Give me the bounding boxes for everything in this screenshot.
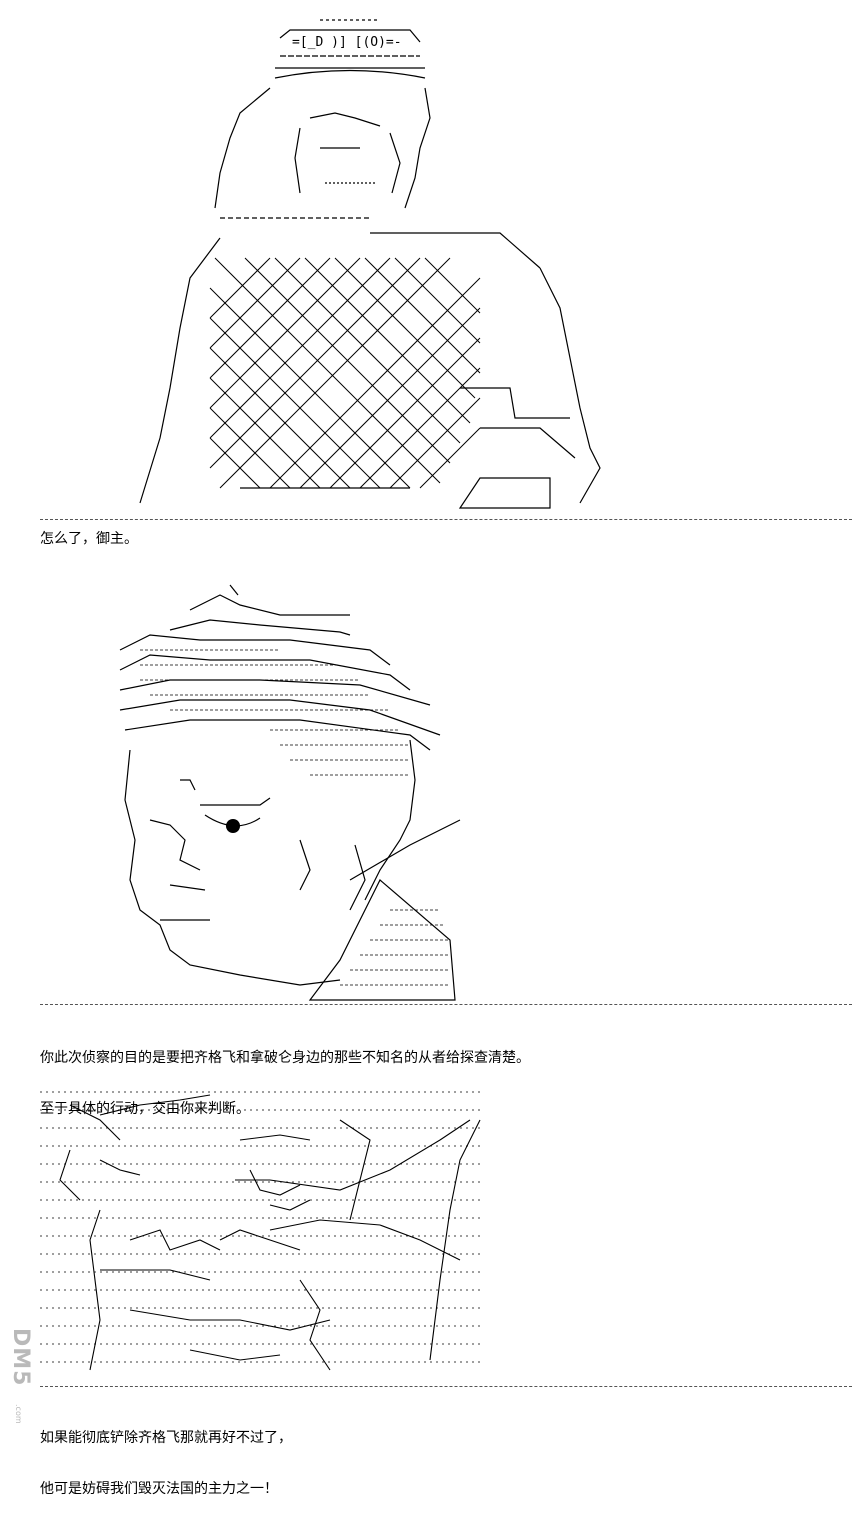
panel-2-caption-line-2: 至于具体的行动，交由你来判断。 [40,1101,250,1117]
panel-2-divider [40,1004,852,1005]
panel-1-divider [40,519,852,520]
site-watermark: DM5 .com [8,1328,36,1436]
watermark-domain-text: .com [14,1404,23,1424]
shadowed-figure-drawing [40,1091,481,1371]
face-closeup-drawing [119,584,461,1001]
panel-3-caption-line-1: 如果能彻底铲除齐格飞那就再好不过了， [40,1430,292,1446]
watermark-logo-text: DM5 [8,1328,33,1387]
panel-3-caption: 如果能彻底铲除齐格飞那就再好不过了， 他可是妨碍我们毁灭法国的主力之一！ [40,1396,292,1515]
svg-text:=[_D )] [(O)=-: =[_D )] [(O)=- [292,35,402,50]
panel-1-art: =[_D )] [(O)=- [120,8,610,513]
panel-2-caption: 你此次侦察的目的是要把齐格飞和拿破仑身边的那些不知名的从者给探查清楚。 至于具体… [40,1016,530,1135]
armored-figure-drawing: =[_D )] [(O)=- [139,19,601,509]
panel-3-divider [40,1386,852,1387]
panel-3-art [40,1080,490,1380]
panel-1-caption: 怎么了，御主。 [40,531,138,547]
panel-2-art [110,580,470,1001]
panel-3-caption-line-2: 他可是妨碍我们毁灭法国的主力之一！ [40,1481,278,1497]
panel-2-caption-line-1: 你此次侦察的目的是要把齐格飞和拿破仑身边的那些不知名的从者给探查清楚。 [40,1050,530,1066]
